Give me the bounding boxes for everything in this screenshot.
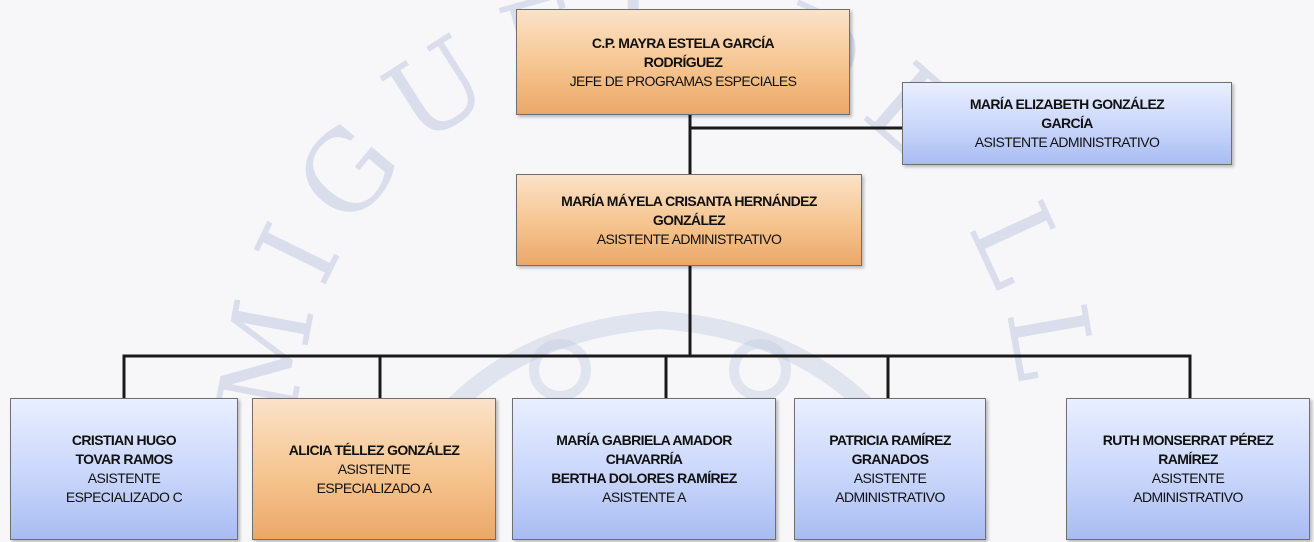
- staff-4-name-line-2: GRANADOS: [851, 451, 929, 467]
- node-staff-1: CRISTIAN HUGO TOVAR RAMOS ASISTENTE ESPE…: [10, 398, 238, 540]
- staff-1-role-line-2: ESPECIALIZADO C: [65, 489, 183, 505]
- coordinator-name-line-1: MARÍA MÁYELA CRISANTA HERNÁNDEZ: [561, 192, 817, 209]
- staff-4-role-line-1: ASISTENTE: [853, 470, 927, 486]
- staff-2-role-line-2: ESPECIALIZADO A: [316, 479, 432, 496]
- staff-5-role-line-1: ASISTENTE: [1151, 470, 1225, 486]
- side-assistant-role: ASISTENTE ADMINISTRATIVO: [974, 134, 1160, 150]
- staff-3-name-line-3: BERTHA DOLORES RAMÍREZ: [551, 470, 737, 486]
- staff-2-role-line-1: ASISTENTE: [337, 460, 411, 477]
- staff-5-name-line-1: RUTH MONSERRAT PÉREZ: [1102, 432, 1274, 448]
- coordinator-name-line-2: GONZÁLEZ: [652, 211, 726, 228]
- node-coordinator: MARÍA MÁYELA CRISANTA HERNÁNDEZ GONZÁLEZ…: [516, 174, 862, 266]
- node-staff-4: PATRICIA RAMÍREZ GRANADOS ASISTENTE ADMI…: [794, 398, 986, 540]
- staff-3-name-line-1: MARÍA GABRIELA AMADOR: [556, 432, 732, 448]
- director-role: JEFE DE PROGRAMAS ESPECIALES: [569, 72, 797, 89]
- node-director: C.P. MAYRA ESTELA GARCÍA RODRÍGUEZ JEFE …: [516, 9, 850, 115]
- staff-5-name-line-2: RAMÍREZ: [1158, 451, 1218, 467]
- staff-5-role-line-2: ADMINISTRATIVO: [1133, 489, 1243, 505]
- staff-4-name-line-1: PATRICIA RAMÍREZ: [829, 432, 951, 448]
- staff-1-name-line-2: TOVAR RAMOS: [75, 451, 173, 467]
- staff-2-name-line-1: ALICIA TÉLLEZ GONZÁLEZ: [288, 441, 460, 458]
- staff-3-name-line-2: CHAVARRÍA: [605, 451, 683, 467]
- director-name-line-1: C.P. MAYRA ESTELA GARCÍA: [591, 34, 775, 51]
- node-staff-5: RUTH MONSERRAT PÉREZ RAMÍREZ ASISTENTE A…: [1066, 398, 1310, 540]
- staff-4-role-line-2: ADMINISTRATIVO: [835, 489, 945, 505]
- node-staff-2: ALICIA TÉLLEZ GONZÁLEZ ASISTENTE ESPECIA…: [252, 398, 496, 540]
- coordinator-role: ASISTENTE ADMINISTRATIVO: [596, 230, 782, 247]
- staff-1-role-line-1: ASISTENTE: [87, 470, 161, 486]
- staff-1-name-line-1: CRISTIAN HUGO: [71, 432, 177, 448]
- staff-3-role-line-1: ASISTENTE A: [602, 489, 686, 505]
- node-side-assistant: MARÍA ELIZABETH GONZÁLEZ GARCÍA ASISTENT…: [902, 82, 1232, 165]
- director-name-line-2: RODRÍGUEZ: [643, 53, 723, 70]
- node-staff-3: MARÍA GABRIELA AMADOR CHAVARRÍA BERTHA D…: [512, 398, 776, 540]
- side-assistant-name-line-1: MARÍA ELIZABETH GONZÁLEZ: [969, 96, 1165, 112]
- side-assistant-name-line-2: GARCÍA: [1041, 115, 1093, 131]
